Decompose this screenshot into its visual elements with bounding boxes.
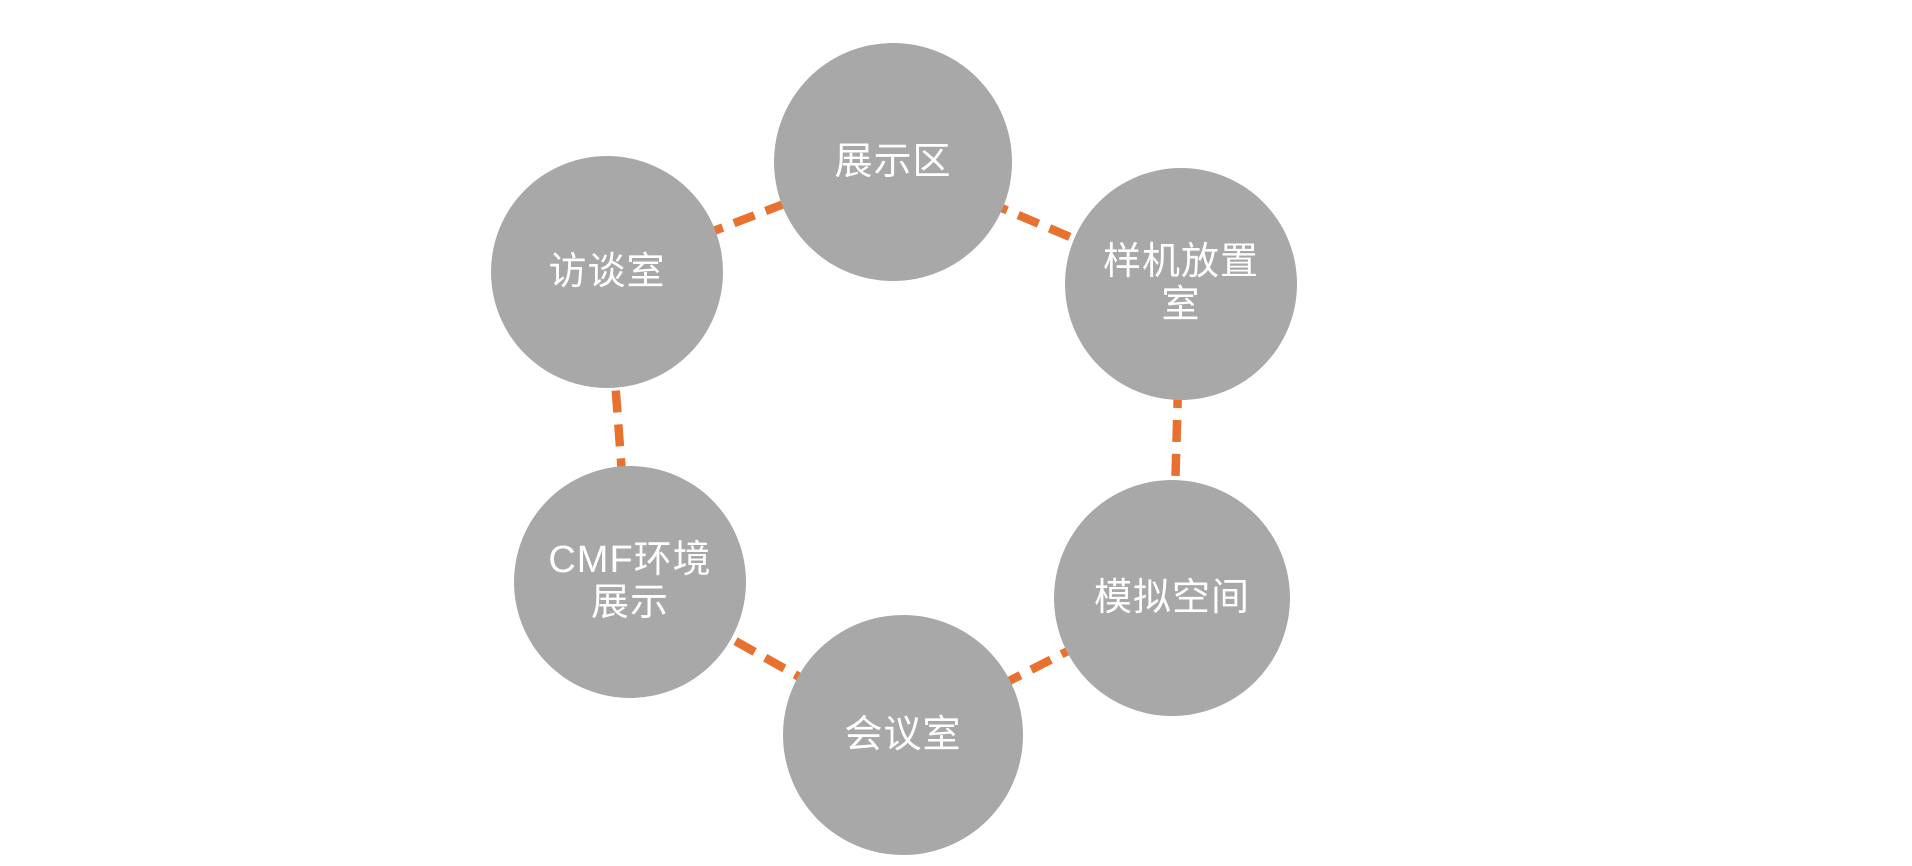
node-label-meeting-room: 会议室	[844, 713, 962, 756]
node-label-display-area: 展示区	[834, 140, 952, 183]
node-display-area: 展示区	[774, 43, 1012, 281]
node-label-cmf-environment-display: CMF环境 展示	[548, 539, 712, 624]
node-label-prototype-placement-room: 样机放置 室	[1102, 241, 1259, 326]
node-label-simulation-space: 模拟空间	[1093, 576, 1250, 619]
node-cmf-environment-display: CMF环境 展示	[514, 466, 746, 698]
node-label-interview-room: 访谈室	[548, 250, 666, 293]
node-interview-room: 访谈室	[491, 156, 723, 388]
node-prototype-placement-room: 样机放置 室	[1065, 168, 1297, 400]
node-simulation-space: 模拟空间	[1054, 480, 1290, 716]
node-meeting-room: 会议室	[783, 615, 1023, 855]
